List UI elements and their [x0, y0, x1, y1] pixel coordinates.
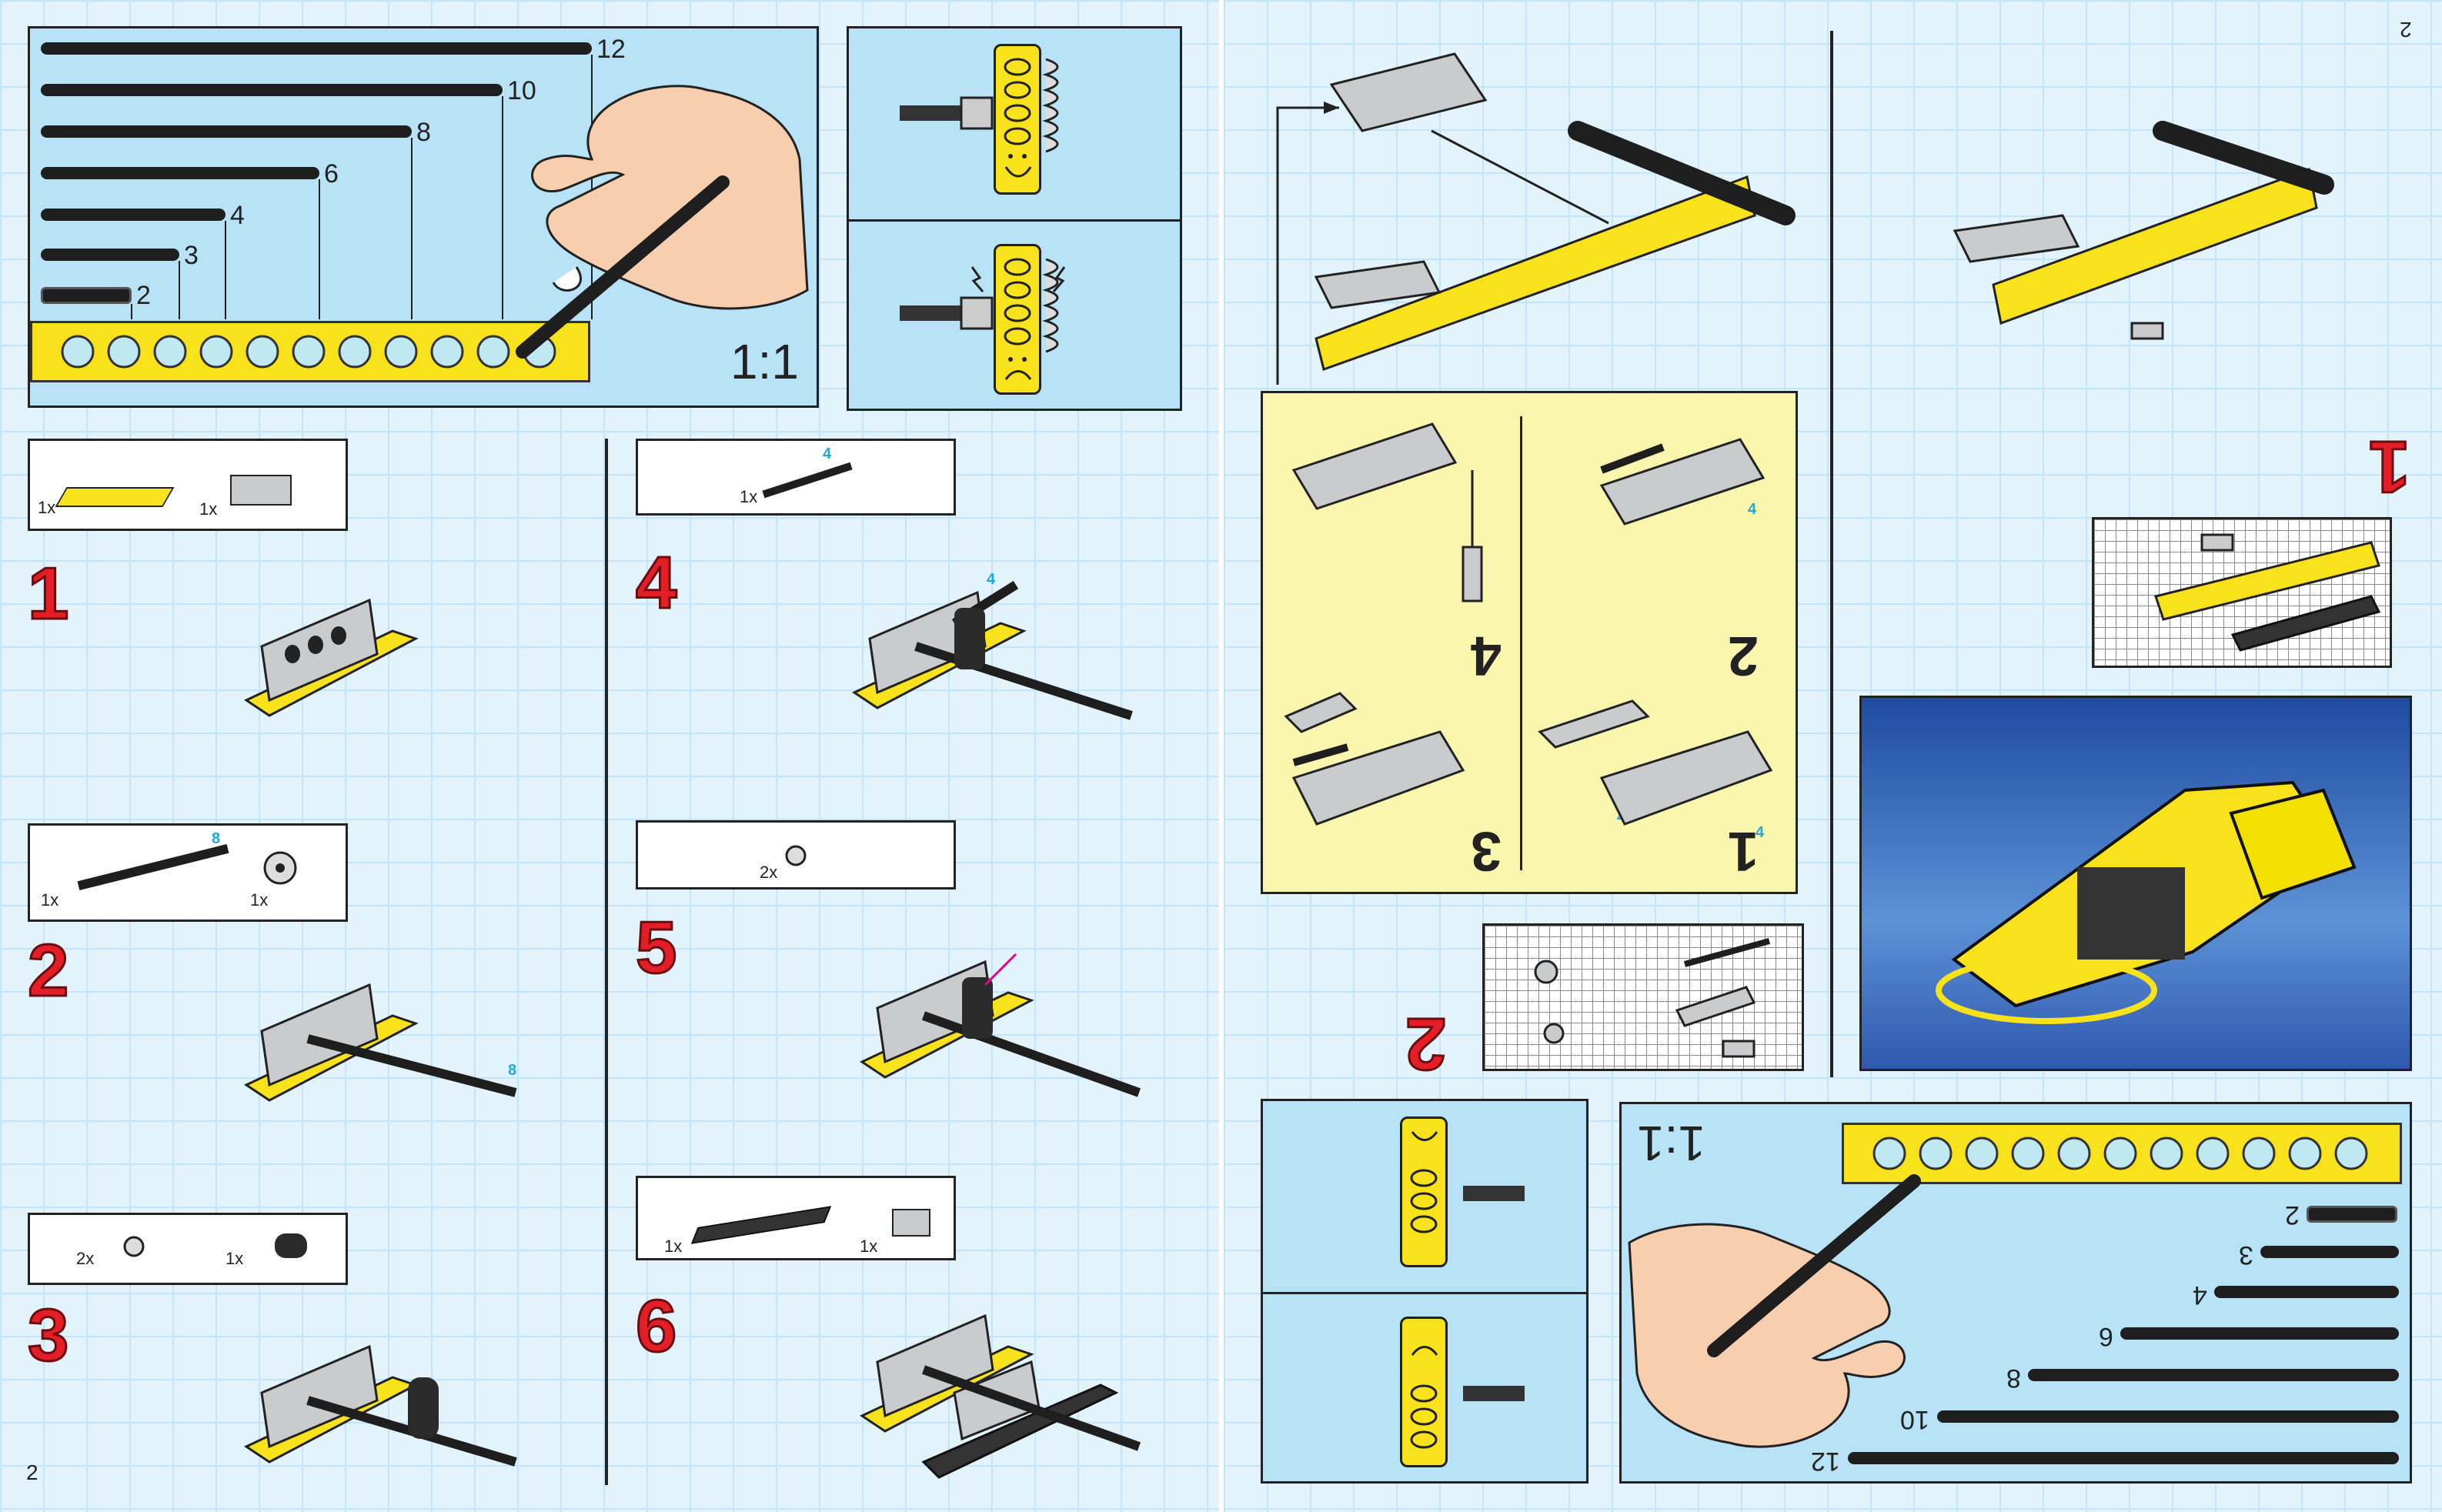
ruler-right-length-2: 2: [2285, 1200, 2300, 1230]
step-4-parts: 4 1x: [636, 439, 956, 516]
yellow-plate-part: [55, 487, 174, 507]
axle-right-3: [2260, 1246, 2399, 1258]
sad-face-icon: [849, 221, 1188, 413]
axle-right-4: [2214, 1286, 2399, 1298]
step-5-number: 5: [636, 911, 676, 985]
step-2-callout: 8: [508, 1062, 516, 1080]
ruler-right-length-3: 3: [2239, 1240, 2253, 1270]
step-2-qty-a: 1x: [41, 890, 58, 910]
step-1-parts: 1x 1x: [28, 439, 348, 531]
step-6-qty-a: 1x: [664, 1237, 682, 1257]
axle-part-4: [762, 462, 852, 499]
step-2-parts-grid: [1482, 923, 1804, 1071]
ruler-beam-holes-right: [1842, 1123, 2402, 1184]
step-3-assembly: [231, 1331, 523, 1470]
model-photo: [1859, 696, 2412, 1071]
step-5-parts: 2x: [636, 820, 956, 890]
hand-illustration: [476, 59, 815, 352]
right-page: 2 4 2 3 1 4 4 4: [1224, 0, 2442, 1512]
step-2-part-callout: 8: [212, 830, 220, 848]
step-4-assembly: [839, 577, 1147, 731]
step-1-qty-a: 1x: [38, 498, 55, 518]
ruler-scale-label: 1:1: [730, 333, 799, 390]
substep-box: 4 2 3 1 4 4 4: [1261, 391, 1798, 894]
step-4-callout: 4: [987, 571, 995, 589]
ruler-right-length-8: 8: [2006, 1363, 2021, 1393]
ruler-right-length-4: 4: [2193, 1280, 2207, 1310]
step-6-parts: 1x 1x: [636, 1176, 956, 1260]
axle-right-6: [2120, 1327, 2399, 1340]
step-4-part-callout: 4: [823, 446, 831, 463]
step-3-parts: 2x 1x: [28, 1213, 348, 1285]
step-4-qty: 1x: [740, 487, 757, 507]
face-icons-right: [1263, 1101, 1591, 1486]
bush-part-icon-5: [784, 844, 807, 867]
gear-part-icon: [261, 849, 299, 887]
ruler-right-length-6: 6: [2099, 1321, 2113, 1351]
axle-right-2: [2307, 1206, 2397, 1223]
grey-brick-part-6: [892, 1209, 930, 1237]
step-1-number: 1: [28, 557, 68, 631]
step-6-qty-b: 1x: [860, 1237, 877, 1257]
step-2-assembly: [231, 970, 523, 1108]
step-3-qty-b: 1x: [225, 1249, 243, 1269]
axle-right-8: [2028, 1369, 2399, 1381]
step-2-parts: 8 1x 1x: [28, 823, 348, 922]
main-assembly-step-1: [1909, 62, 2340, 385]
big-step-2-number: 2: [1405, 1006, 1446, 1080]
grey-brick-part: [230, 475, 292, 506]
grid-parts: [1485, 926, 1806, 1073]
step-2-qty-b: 1x: [250, 890, 268, 910]
step-5-assembly: [847, 946, 1154, 1100]
step-5-qty: 2x: [760, 863, 777, 883]
bush-part-icon: [122, 1235, 145, 1258]
step-4-number: 4: [636, 546, 676, 620]
happy-face-icon: [849, 28, 1188, 221]
axle-part: [78, 844, 229, 890]
big-step-1-number: 1: [2369, 429, 2410, 503]
left-page-number: 2: [26, 1460, 38, 1485]
step-1-parts-grid: [2092, 517, 2392, 668]
step-1-assembly: [231, 585, 431, 723]
axle-right-10: [1937, 1410, 2399, 1423]
ruler-box-right: 2 3 4 6 8 10 12 1:1: [1619, 1102, 2412, 1484]
ruler-box: 12 10 8 6 4 3 2: [28, 26, 819, 408]
step-3-number: 3: [28, 1299, 68, 1373]
grid-parts-1: [2094, 519, 2394, 670]
left-page: 12 10 8 6 4 3 2: [0, 0, 1219, 1512]
step-1-qty-b: 1x: [199, 499, 217, 519]
car-model-illustration: [1862, 698, 2414, 1073]
gear-tip-box-right: [1261, 1099, 1588, 1484]
step-2-number: 2: [28, 934, 68, 1008]
ruler-scale-label-right: 1:1: [1637, 1115, 1705, 1172]
step-3-qty-a: 2x: [76, 1249, 94, 1269]
column-divider-left: [605, 439, 608, 1485]
substep-drawings: [1263, 393, 1800, 896]
hand-illustration-right: [1622, 1181, 1960, 1474]
black-plate-part: [691, 1206, 831, 1243]
right-page-number: 2: [2400, 17, 2412, 42]
column-divider-right: [1830, 31, 1833, 1077]
connector-part-icon: [272, 1230, 310, 1261]
step-6-assembly: [847, 1300, 1154, 1485]
main-assembly-top: [1254, 23, 1747, 385]
step-6-number: 6: [636, 1290, 676, 1363]
gear-tip-box: [847, 26, 1182, 411]
